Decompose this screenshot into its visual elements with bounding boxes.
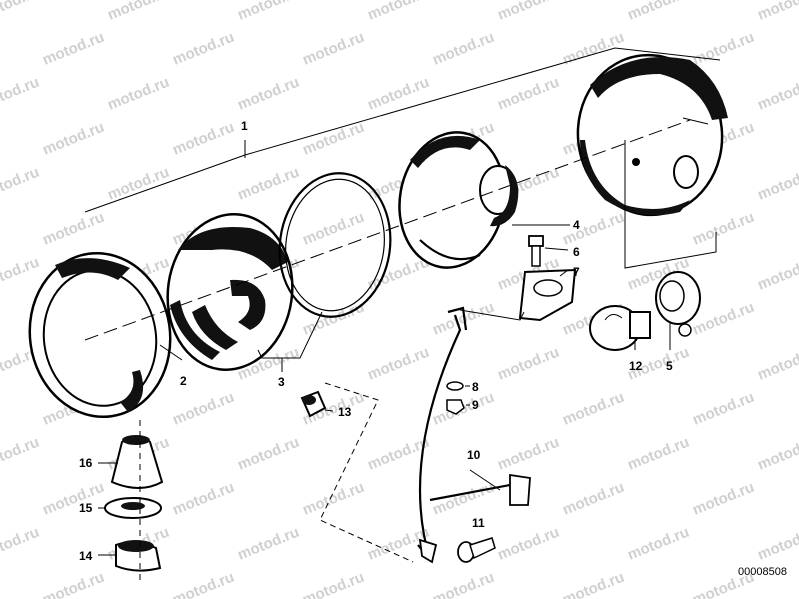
callout-4: 4 (573, 218, 580, 232)
watermark-text: motod.ru (0, 254, 42, 294)
watermark-text: motod.ru (625, 0, 692, 24)
watermark-text: motod.ru (365, 344, 432, 384)
callout-2: 2 (180, 374, 187, 388)
mounting-bracket-7 (518, 268, 577, 322)
watermark-text: motod.ru (170, 119, 237, 159)
callout-11: 11 (472, 516, 485, 530)
reflector (398, 131, 519, 269)
watermark-text: motod.ru (755, 524, 799, 564)
bulb (589, 305, 651, 351)
watermark-text: motod.ru (755, 434, 799, 474)
watermark-text: motod.ru (495, 0, 562, 24)
callout-10: 10 (467, 448, 481, 462)
watermark-text: motod.ru (170, 479, 237, 519)
callout-1: 1 (241, 119, 248, 133)
callout-16: 16 (79, 456, 93, 470)
headlight-rim (28, 251, 183, 419)
washer-15 (98, 497, 162, 519)
nut-9 (446, 399, 470, 415)
watermark-text: motod.ru (105, 74, 172, 114)
watermark-text: motod.ru (690, 29, 757, 69)
watermark-text: motod.ru (430, 569, 497, 599)
callout-3-bracket (257, 311, 323, 359)
callout-5: 5 (666, 359, 673, 373)
washer-8 (446, 381, 470, 391)
watermark-text: motod.ru (170, 569, 237, 599)
headlight-strut (417, 306, 531, 564)
watermark-text: motod.ru (40, 209, 107, 249)
clamp-14 (98, 540, 162, 572)
watermark-text: motod.ru (495, 434, 562, 474)
watermark-text: motod.ru (105, 0, 172, 24)
watermark-text: motod.ru (560, 389, 627, 429)
callout-15: 15 (79, 501, 93, 515)
watermark-text: motod.ru (495, 344, 562, 384)
watermark-text: motod.ru (235, 434, 302, 474)
watermark-text: motod.ru (755, 254, 799, 294)
watermark-text: motod.ru (625, 524, 692, 564)
callout-3: 3 (278, 375, 285, 389)
watermark-text: motod.ru (170, 29, 237, 69)
callout-8: 8 (472, 380, 479, 394)
callout-13: 13 (338, 405, 352, 419)
watermark-text: motod.ru (300, 569, 367, 599)
watermark-text: motod.ru (560, 479, 627, 519)
cone-cap-16 (98, 435, 164, 489)
callout-6: 6 (573, 245, 580, 259)
headlight-lens (166, 213, 294, 371)
watermark-text: motod.ru (560, 569, 627, 599)
watermark-text: motod.ru (365, 0, 432, 24)
watermark-text: motod.ru (0, 164, 42, 204)
watermark-text: motod.ru (300, 119, 367, 159)
callout-14: 14 (79, 549, 93, 563)
watermark-text: motod.ru (300, 209, 367, 249)
socket-bracket (624, 140, 717, 269)
bolt-11 (457, 537, 496, 563)
watermark-text: motod.ru (690, 209, 757, 249)
watermark-text: motod.ru (495, 524, 562, 564)
watermark-text: motod.ru (0, 434, 42, 474)
watermark-text: motod.ru (300, 479, 367, 519)
watermark-text: motod.ru (560, 209, 627, 249)
rubber-sleeve (300, 390, 334, 418)
watermark-text: motod.ru (40, 479, 107, 519)
callout-9: 9 (472, 398, 479, 412)
watermark-text: motod.ru (40, 29, 107, 69)
watermark-text: motod.ru (755, 74, 799, 114)
watermark-text: motod.ru (235, 524, 302, 564)
watermark-text: motod.ru (690, 389, 757, 429)
watermark-text: motod.ru (235, 74, 302, 114)
headlight-assembly-bracket (84, 47, 721, 213)
watermark-text: motod.ru (40, 119, 107, 159)
watermark-text: motod.ru (755, 344, 799, 384)
watermark-text: motod.ru (625, 434, 692, 474)
watermark-text: motod.ru (755, 164, 799, 204)
watermark-text: motod.ru (0, 74, 42, 114)
watermark-text: motod.ru (365, 74, 432, 114)
sealing-ring (278, 172, 392, 318)
callout-7: 7 (573, 265, 580, 279)
sleeve-dash-path (319, 382, 414, 563)
watermark-text: motod.ru (235, 0, 302, 24)
watermark-text: motod.ru (690, 479, 757, 519)
assembly-axis (84, 119, 691, 341)
watermark-text: motod.ru (755, 0, 799, 24)
watermark-text: motod.ru (235, 164, 302, 204)
watermark-text: motod.ru (40, 569, 107, 599)
watermark-text: motod.ru (430, 29, 497, 69)
watermark-text: motod.ru (105, 164, 172, 204)
screw-6 (528, 235, 569, 267)
watermark-text: motod.ru (0, 0, 42, 24)
callout-12: 12 (629, 359, 643, 373)
figure-id: 00008508 (738, 566, 787, 578)
watermark-text: motod.ru (0, 524, 42, 564)
watermark-text: motod.ru (300, 29, 367, 69)
watermark-text: motod.ru (170, 389, 237, 429)
bulb-socket (655, 271, 701, 350)
